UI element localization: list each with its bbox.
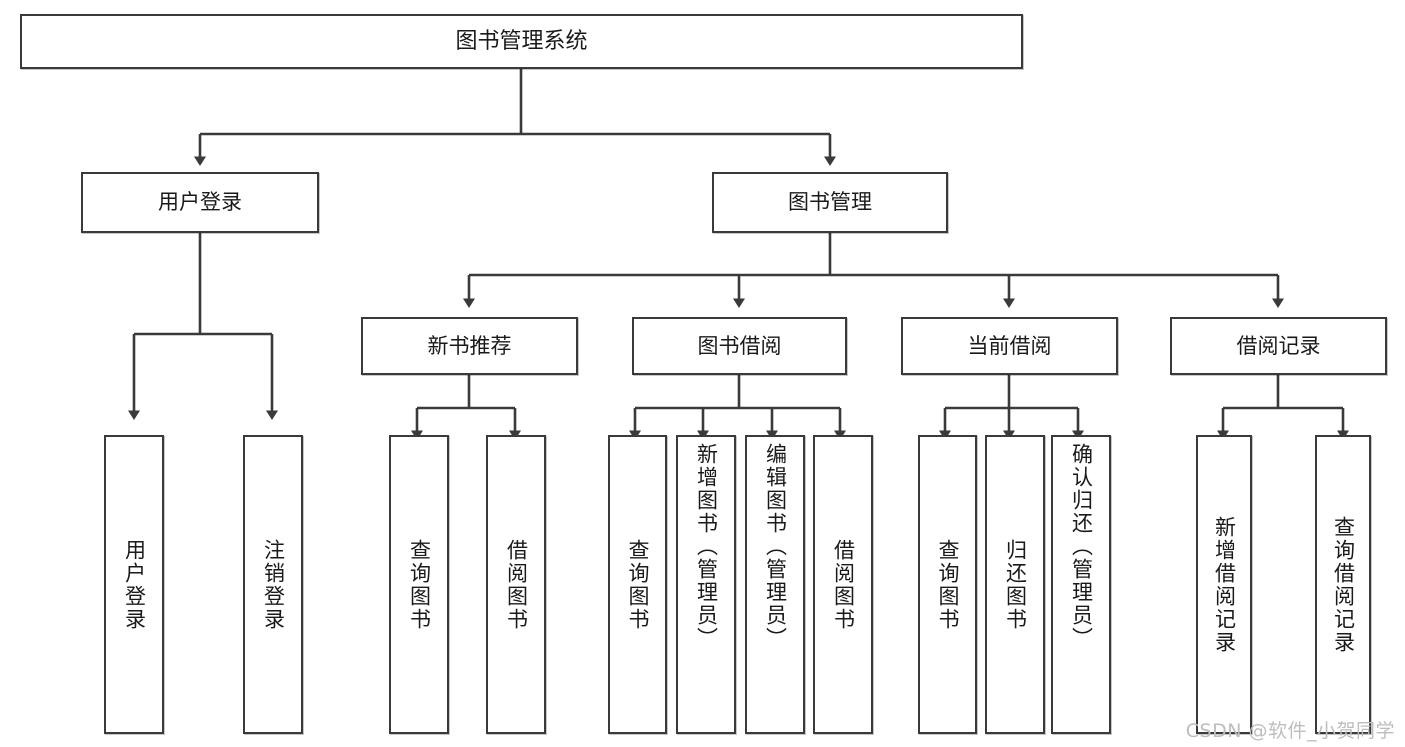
node-label: 借阅图书 [504,538,529,631]
node-label: 新增借阅记录 [1212,515,1237,654]
node-book-management[interactable]: 图书管理 [712,172,948,233]
node-user-login[interactable]: 用户登录 [81,172,319,233]
node-label: 图书管理 [788,190,872,215]
leaf-new-book-query-book[interactable]: 查询图书 [389,435,449,734]
node-label: 新书推荐 [427,333,512,358]
node-label: 新增图书（管理员） [694,443,719,650]
leaf-borrow-record-query-record[interactable]: 查询借阅记录 [1315,435,1371,734]
node-label: 借阅记录 [1236,333,1321,358]
leaf-current-borrow-confirm-return-admin[interactable]: 确认归还（管理员） [1051,435,1111,734]
node-label: 归还图书 [1003,538,1028,631]
node-label: 用户登录 [122,538,147,631]
leaf-book-borrow-query-book[interactable]: 查询图书 [608,435,667,734]
leaf-borrow-record-add-record[interactable]: 新增借阅记录 [1196,435,1252,734]
node-new-book-recommend[interactable]: 新书推荐 [361,317,578,375]
node-current-borrow[interactable]: 当前借阅 [901,317,1118,375]
node-label: 图书管理系统 [455,28,588,54]
leaf-user-login-login[interactable]: 用户登录 [104,435,164,734]
csdn-watermark: CSDN @软件_小贺同学 [1185,720,1395,742]
node-label: 注销登录 [261,538,286,631]
leaf-current-borrow-return-book[interactable]: 归还图书 [985,435,1045,734]
node-label: 用户登录 [158,190,242,215]
leaf-current-borrow-query-book[interactable]: 查询图书 [918,435,977,734]
leaf-book-borrow-add-book-admin[interactable]: 新增图书（管理员） [676,435,736,734]
node-borrow-record[interactable]: 借阅记录 [1170,317,1387,375]
node-label: 查询图书 [936,538,960,631]
node-label: 查询图书 [407,538,432,631]
node-label: 查询图书 [626,538,650,631]
leaf-new-book-borrow-book[interactable]: 借阅图书 [486,435,546,734]
leaf-user-login-logout[interactable]: 注销登录 [243,435,303,734]
node-label: 借阅图书 [831,538,856,631]
node-label: 确认归还（管理员） [1069,443,1094,650]
node-label: 图书借阅 [697,333,782,358]
node-label: 当前借阅 [967,333,1052,358]
node-book-borrow[interactable]: 图书借阅 [632,317,847,375]
leaf-book-borrow-edit-book-admin[interactable]: 编辑图书（管理员） [745,435,805,734]
leaf-book-borrow-borrow-book[interactable]: 借阅图书 [813,435,873,734]
node-label: 查询借阅记录 [1331,515,1356,654]
node-label: 编辑图书（管理员） [763,443,788,650]
node-root-book-management-system[interactable]: 图书管理系统 [20,14,1023,69]
